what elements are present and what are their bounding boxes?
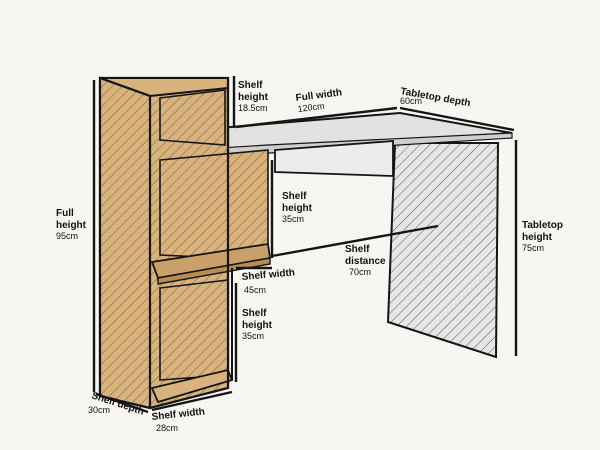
shelf-depth-value: 30cm bbox=[88, 405, 110, 415]
shelf-distance-label-2: distance bbox=[345, 256, 386, 267]
shelf-width-mid-value: 45cm bbox=[244, 285, 266, 295]
tabletop-height-label: Tabletop bbox=[522, 220, 563, 231]
tabletop-depth-value: 60cm bbox=[400, 96, 422, 106]
shelf-distance-line bbox=[271, 224, 439, 258]
full-height-label: Full bbox=[56, 208, 74, 219]
shelf-height-low-label: Shelf bbox=[242, 308, 267, 319]
shelf-height-mid-label-2: height bbox=[282, 203, 313, 214]
full-height-label-2: height bbox=[56, 220, 87, 231]
desk-leg-panel bbox=[386, 142, 500, 359]
shelf-height-mid-label: Shelf bbox=[282, 191, 307, 202]
tabletop-depth-line bbox=[399, 106, 515, 132]
shelf-width-mid-label: Shelf width bbox=[241, 267, 295, 283]
shelf-height-low-label-2: height bbox=[242, 320, 273, 331]
shelf-height-top-label-2: height bbox=[238, 92, 269, 103]
full-width-value: 120cm bbox=[297, 101, 325, 114]
shelf-height-top-label: Shelf bbox=[238, 80, 263, 91]
shelf-depth-line bbox=[95, 392, 149, 414]
shelf-distance-value: 70cm bbox=[349, 267, 371, 277]
full-width-line bbox=[235, 106, 398, 129]
tabletop-height-label-2: height bbox=[522, 232, 553, 243]
shelf-height-low-value: 35cm bbox=[242, 331, 264, 341]
shelf-distance-label: Shelf bbox=[345, 244, 370, 255]
full-height-value: 95cm bbox=[56, 231, 78, 241]
shelf-width-bottom-line bbox=[151, 390, 233, 412]
shelf-width-bottom-value: 28cm bbox=[156, 423, 178, 433]
dimension-lines bbox=[92, 76, 518, 414]
shelf-height-top-value: 18.5cm bbox=[238, 103, 268, 113]
shelf-height-mid-value: 35cm bbox=[282, 214, 304, 224]
tabletop-height-value: 75cm bbox=[522, 243, 544, 253]
bookshelf-unit bbox=[98, 76, 272, 410]
desk-apron bbox=[274, 140, 394, 177]
